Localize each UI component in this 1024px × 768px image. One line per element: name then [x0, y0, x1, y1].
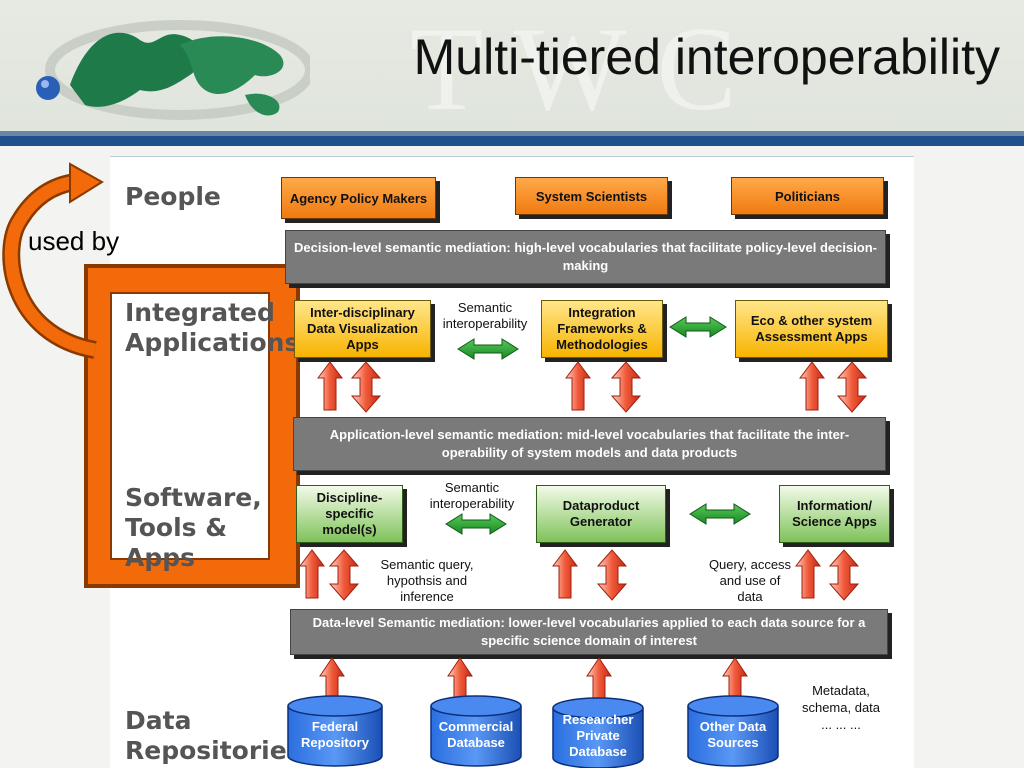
label-query-access-use: Query, access and use of data	[708, 557, 792, 604]
label-metadata-schema: Metadata, schema, data ... ... ...	[801, 683, 881, 732]
label-data-repositories: Data Repositories	[125, 706, 302, 765]
box-discipline-specific-models: Discipline-specific model(s)	[296, 485, 403, 543]
box-agency-policy-makers: Agency Policy Makers	[281, 177, 436, 219]
header-divider	[0, 136, 1024, 146]
label-semantic-query: Semantic query, hypothsis and inference	[380, 557, 474, 604]
box-information-science-apps: Information/ Science Apps	[779, 485, 890, 543]
globe-logo-icon	[36, 20, 310, 120]
box-eco-assessment-apps: Eco & other system Assessment Apps	[735, 300, 888, 358]
repo-commercial: Commercial Database	[438, 719, 514, 750]
header-watermark: TWC	[410, 2, 767, 135]
repo-researcher-private: Researcher Private Database	[562, 712, 634, 759]
slide-title: Multi-tiered interoperability	[413, 29, 1000, 85]
bar-application-level-mediation: Application-level semantic mediation: mi…	[293, 417, 886, 471]
label-people: People	[125, 182, 221, 211]
label-integrated-applications-overlay: Integrated Applications	[125, 298, 300, 357]
repo-other-sources: Other Data Sources	[699, 719, 767, 750]
used-by-label: used by	[28, 226, 120, 256]
used-by-arrow-icon	[2, 162, 104, 359]
box-integration-frameworks: Integration Frameworks & Methodologies	[541, 300, 663, 358]
box-system-scientists: System Scientists	[515, 177, 668, 215]
bar-data-level-mediation: Data-level Semantic mediation: lower-lev…	[290, 609, 888, 655]
box-dataproduct-generator: Dataproduct Generator	[536, 485, 666, 543]
label-semantic-interoperability-2: Semantic interoperability	[429, 480, 515, 511]
label-software-tools-apps-overlay: Software, Tools & Apps	[125, 483, 262, 572]
header-divider-light	[0, 131, 1024, 136]
diagram-top-rule	[110, 156, 914, 157]
bar-decision-level-mediation: Decision-level semantic mediation: high-…	[285, 230, 886, 284]
label-semantic-interoperability-1: Semantic interoperability	[442, 300, 528, 331]
box-politicians: Politicians	[731, 177, 884, 215]
repo-federal: Federal Repository	[301, 719, 369, 750]
box-data-visualization-apps: Inter-disciplinary Data Visualization Ap…	[294, 300, 431, 358]
